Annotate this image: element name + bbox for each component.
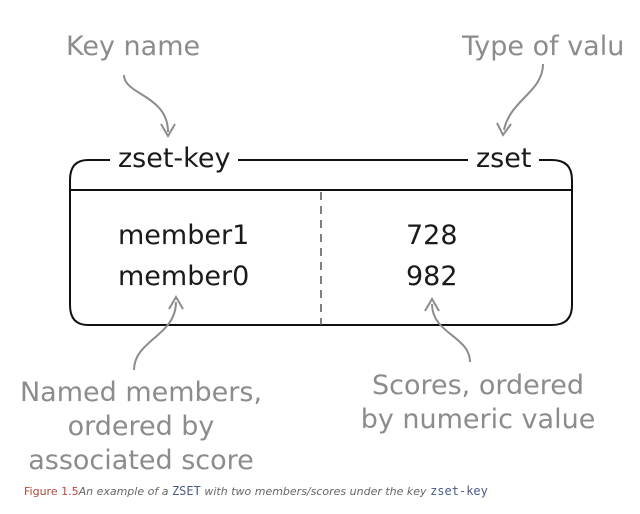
caption-text: An example of a	[78, 485, 172, 498]
named-members-annotation: Named members, ordered by associated sco…	[14, 376, 268, 478]
arrowhead-key-name	[160, 123, 176, 138]
arrow-scores	[431, 303, 471, 363]
member-cell: member0	[118, 261, 250, 292]
scores-annotation: Scores, ordered by numeric value	[358, 369, 598, 437]
member-cell: member1	[118, 220, 250, 251]
arrowhead-type-of-value	[496, 122, 512, 137]
scores-line: Scores, ordered	[371, 370, 584, 401]
type-of-value-annotation: Type of valu	[462, 31, 625, 62]
arrow-type-of-value	[503, 63, 544, 131]
key-label: zset-key	[110, 143, 239, 175]
arrow-key-name	[123, 74, 169, 133]
named-members-line: Named members,	[19, 377, 263, 408]
score-cell: 982	[406, 261, 458, 292]
box-outline	[69, 159, 573, 326]
figure-caption: Figure 1.5An example of a ZSET with two …	[24, 484, 488, 498]
named-members-line: ordered by	[67, 411, 215, 442]
arrowhead-named-members	[168, 295, 184, 310]
named-members-line: associated score	[28, 445, 254, 476]
type-label: zset	[468, 143, 540, 175]
caption-code: ZSET	[171, 484, 201, 498]
score-cell: 728	[406, 220, 458, 251]
scores-line: by numeric value	[360, 404, 596, 435]
key-name-annotation: Key name	[66, 31, 201, 62]
figure-label: Figure 1.5	[24, 485, 79, 498]
arrowhead-scores	[424, 297, 440, 312]
caption-code: zset-key	[430, 484, 488, 498]
caption-text: with two members/scores under the key	[200, 485, 431, 498]
arrow-named-members	[133, 301, 177, 371]
